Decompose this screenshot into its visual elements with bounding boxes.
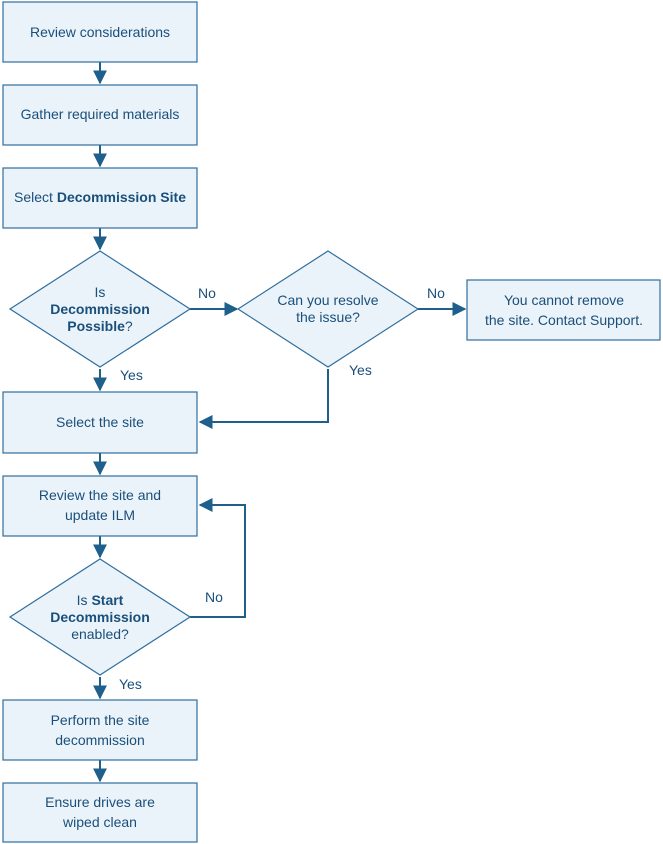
decision-start-enabled-line1: Is Start <box>77 592 124 608</box>
node-select-decommission-site-label: Select Decommission Site <box>14 189 186 205</box>
edge-label-possible-yes: Yes <box>120 367 143 383</box>
node-ensure-wiped-line2: wiped clean <box>62 814 137 830</box>
node-select-decommission-site: Select Decommission Site <box>2 167 198 229</box>
node-cannot-remove: You cannot remove the site. Contact Supp… <box>466 279 661 341</box>
node-select-site-label: Select the site <box>56 414 144 430</box>
decision-start-enabled-line3: enabled? <box>71 626 129 642</box>
node-review-update-ilm: Review the site and update ILM <box>2 475 198 537</box>
decision-can-resolve-line1: Can you resolve <box>277 292 378 308</box>
decision-decommission-possible-line3: Possible? <box>67 318 133 334</box>
decision-start-enabled: Is Start Decommission enabled? <box>8 558 192 676</box>
node-perform-decommission: Perform the site decommission <box>2 699 198 761</box>
node-perform-decommission-line2: decommission <box>55 732 144 748</box>
node-perform-decommission-line1: Perform the site <box>51 712 150 728</box>
node-cannot-remove-line2: the site. Contact Support. <box>485 312 643 328</box>
edge-label-resolve-no: No <box>427 285 445 301</box>
decision-decommission-possible: Is Decommission Possible? <box>8 250 192 368</box>
node-review-update-ilm-line2: update ILM <box>65 507 135 523</box>
decision-can-resolve-line2: the issue? <box>296 309 360 325</box>
decision-start-enabled-line2: Decommission <box>50 609 150 625</box>
decision-decommission-possible-line2: Decommission <box>50 301 150 317</box>
node-select-site: Select the site <box>2 391 198 454</box>
node-gather-materials-label: Gather required materials <box>21 106 180 122</box>
node-gather-materials: Gather required materials <box>2 84 198 146</box>
node-ensure-wiped-line1: Ensure drives are <box>45 794 155 810</box>
node-review-update-ilm-line1: Review the site and <box>39 487 161 503</box>
node-review-considerations-label: Review considerations <box>30 24 170 40</box>
node-review-considerations: Review considerations <box>2 1 198 63</box>
decision-can-resolve: Can you resolve the issue? <box>236 250 420 368</box>
connectors <box>93 62 467 783</box>
edge-labels: No No Yes Yes No Yes <box>119 285 445 692</box>
node-cannot-remove-line1: You cannot remove <box>504 292 624 308</box>
arrow-resolve-yes-to-select-site <box>198 369 329 429</box>
edge-label-start-yes: Yes <box>119 676 142 692</box>
decision-decommission-possible-line1: Is <box>95 284 106 300</box>
edge-label-resolve-yes: Yes <box>349 362 372 378</box>
edge-label-start-no: No <box>205 589 223 605</box>
node-ensure-wiped: Ensure drives are wiped clean <box>2 782 198 843</box>
edge-label-possible-no: No <box>198 285 216 301</box>
arrow-start-no-to-review-ilm <box>190 498 246 618</box>
